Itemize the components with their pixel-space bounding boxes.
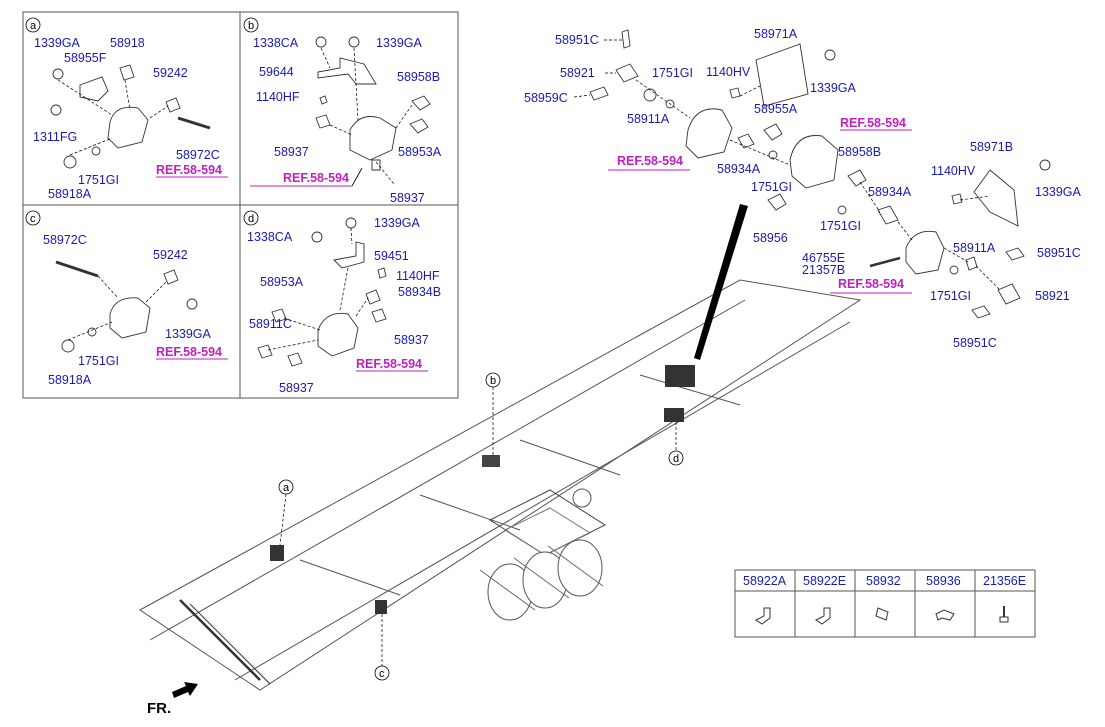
main-label-58959C: 58959C bbox=[524, 91, 568, 105]
elbow-fitting-icon bbox=[815, 607, 831, 625]
table-header-21356E: 21356E bbox=[983, 574, 1026, 588]
table-header-58922A: 58922A bbox=[743, 574, 787, 588]
label-a-58955F: 58955F bbox=[64, 51, 107, 65]
label-b-58937-top: 58937 bbox=[274, 145, 309, 159]
label-a-1339GA: 1339GA bbox=[34, 36, 81, 50]
callout-b: b bbox=[490, 375, 496, 387]
section-a: a 1339GA 58918 58955F 59242 1311FG 58972… bbox=[25, 17, 228, 201]
label-d-58934B: 58934B bbox=[398, 285, 441, 299]
label-a-58918: 58918 bbox=[110, 36, 145, 50]
main-label-58921-left: 58921 bbox=[560, 66, 595, 80]
section-d-letter: d bbox=[248, 213, 254, 225]
main-label-1751GI-4: 1751GI bbox=[930, 289, 971, 303]
pointer-arrow bbox=[694, 204, 748, 360]
main-label-58951C-bottom: 58951C bbox=[953, 336, 997, 350]
label-b-1140HF: 1140HF bbox=[256, 90, 300, 104]
label-b-58937-bottom: 58937 bbox=[390, 191, 425, 205]
main-label-21357B: 21357B bbox=[802, 263, 845, 277]
label-a-58918A: 58918A bbox=[48, 187, 92, 201]
callout-d: d bbox=[673, 453, 679, 465]
main-label-58934A-2: 58934A bbox=[868, 185, 912, 199]
label-c-58918A: 58918A bbox=[48, 373, 92, 387]
label-c-58972C: 58972C bbox=[43, 233, 87, 247]
main-label-1140HV-1: 1140HV bbox=[706, 65, 751, 79]
main-label-58958B: 58958B bbox=[838, 145, 881, 159]
callout-a: a bbox=[283, 482, 290, 494]
ref-link-a[interactable]: REF.58-594 bbox=[156, 163, 222, 177]
main-label-58951C-right: 58951C bbox=[1037, 246, 1081, 260]
section-b: b 1338CA 1339GA 59644 58958B 1140HF 5893… bbox=[243, 17, 442, 205]
ref-link-b[interactable]: REF.58-594 bbox=[283, 171, 349, 185]
chassis-valves bbox=[270, 365, 695, 614]
label-a-58972C: 58972C bbox=[176, 148, 220, 162]
table-header-58932: 58932 bbox=[866, 574, 901, 588]
main-label-58911A-2: 58911A bbox=[953, 241, 996, 255]
label-c-1339GA: 1339GA bbox=[165, 327, 212, 341]
chassis-frame bbox=[139, 279, 862, 691]
label-a-1751GI: 1751GI bbox=[78, 173, 119, 187]
label-c-59242: 59242 bbox=[153, 248, 188, 262]
label-d-1339GA: 1339GA bbox=[374, 216, 421, 230]
ref-link-d[interactable]: REF.58-594 bbox=[356, 357, 422, 371]
label-b-1339GA: 1339GA bbox=[376, 36, 423, 50]
main-labels: 58951C 58971A 58921 1751GI 1140HV 1339GA… bbox=[524, 27, 1082, 350]
label-d-58911C: 58911C bbox=[249, 317, 292, 331]
front-label: FR. bbox=[147, 700, 171, 717]
detail-panels bbox=[22, 11, 459, 399]
main-label-58911A-1: 58911A bbox=[627, 112, 670, 126]
front-direction-indicator: FR. bbox=[147, 682, 198, 717]
label-d-59451: 59451 bbox=[374, 249, 409, 263]
parts-table: 58922A 58922E 58932 58936 21356E bbox=[734, 569, 1036, 638]
section-c: c 58972C 59242 1339GA 1751GI 58918A REF.… bbox=[25, 210, 228, 387]
main-label-1140HV-2: 1140HV bbox=[931, 164, 976, 178]
main-label-1751GI-3: 1751GI bbox=[820, 219, 861, 233]
label-b-59644: 59644 bbox=[259, 65, 294, 79]
main-label-1339GA-1: 1339GA bbox=[810, 81, 857, 95]
label-b-1338CA: 1338CA bbox=[253, 36, 299, 50]
label-d-58953A: 58953A bbox=[260, 275, 304, 289]
main-label-58971A: 58971A bbox=[754, 27, 798, 41]
label-d-58937-bottom: 58937 bbox=[279, 381, 314, 395]
main-label-58955A: 58955A bbox=[754, 102, 798, 116]
label-a-1311FG: 1311FG bbox=[33, 130, 77, 144]
main-ref-link-2[interactable]: REF.58-594 bbox=[617, 154, 683, 168]
main-label-58971B: 58971B bbox=[970, 140, 1013, 154]
section-a-letter: a bbox=[30, 20, 37, 32]
bolt-icon bbox=[999, 606, 1009, 623]
label-d-1338CA: 1338CA bbox=[247, 230, 293, 244]
ref-link-c[interactable]: REF.58-594 bbox=[156, 345, 222, 359]
label-a-59242: 59242 bbox=[153, 66, 188, 80]
main-label-1339GA-2: 1339GA bbox=[1035, 185, 1082, 199]
callout-c: c bbox=[379, 668, 385, 680]
main-label-58921-right: 58921 bbox=[1035, 289, 1070, 303]
section-d: d 1338CA 1339GA 59451 1140HF 58953A 5893… bbox=[243, 210, 441, 395]
chassis-callouts: a b c d bbox=[278, 372, 684, 681]
elbow-connector-icon bbox=[935, 609, 955, 621]
label-d-58937-right: 58937 bbox=[394, 333, 429, 347]
table-header-58922E: 58922E bbox=[803, 574, 846, 588]
label-b-58958B: 58958B bbox=[397, 70, 440, 84]
straight-connector-icon bbox=[875, 607, 889, 621]
main-label-46755E: 46755E bbox=[802, 251, 845, 265]
main-label-1751GI-2: 1751GI bbox=[751, 180, 792, 194]
main-exploded-view bbox=[573, 29, 1051, 319]
main-label-1751GI-1: 1751GI bbox=[652, 66, 693, 80]
table-header-58936: 58936 bbox=[926, 574, 961, 588]
section-c-letter: c bbox=[30, 213, 36, 225]
main-label-58934A-1: 58934A bbox=[717, 162, 761, 176]
elbow-fitting-icon bbox=[755, 607, 771, 625]
main-ref-link-1[interactable]: REF.58-594 bbox=[840, 116, 906, 130]
main-label-58956: 58956 bbox=[753, 231, 788, 245]
label-b-58953A: 58953A bbox=[398, 145, 442, 159]
label-d-1140HF: 1140HF bbox=[396, 269, 440, 283]
main-label-58951C-top: 58951C bbox=[555, 33, 599, 47]
section-b-letter: b bbox=[248, 20, 254, 32]
label-c-1751GI: 1751GI bbox=[78, 354, 119, 368]
main-ref-link-3[interactable]: REF.58-594 bbox=[838, 277, 904, 291]
